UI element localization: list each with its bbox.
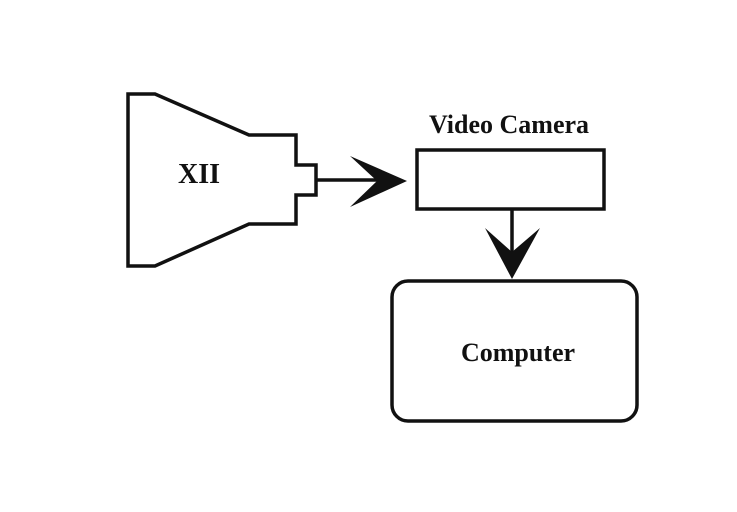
video-camera-box [415,148,606,211]
arrowhead-right-icon [350,156,407,207]
computer-label: Computer [461,338,575,367]
xii-label: XII [178,159,220,190]
arrowhead-down-icon [485,228,540,279]
video-camera-label: Video Camera [429,110,589,139]
xii-image-intensifier-shape [126,92,318,268]
computer-box [390,279,639,423]
